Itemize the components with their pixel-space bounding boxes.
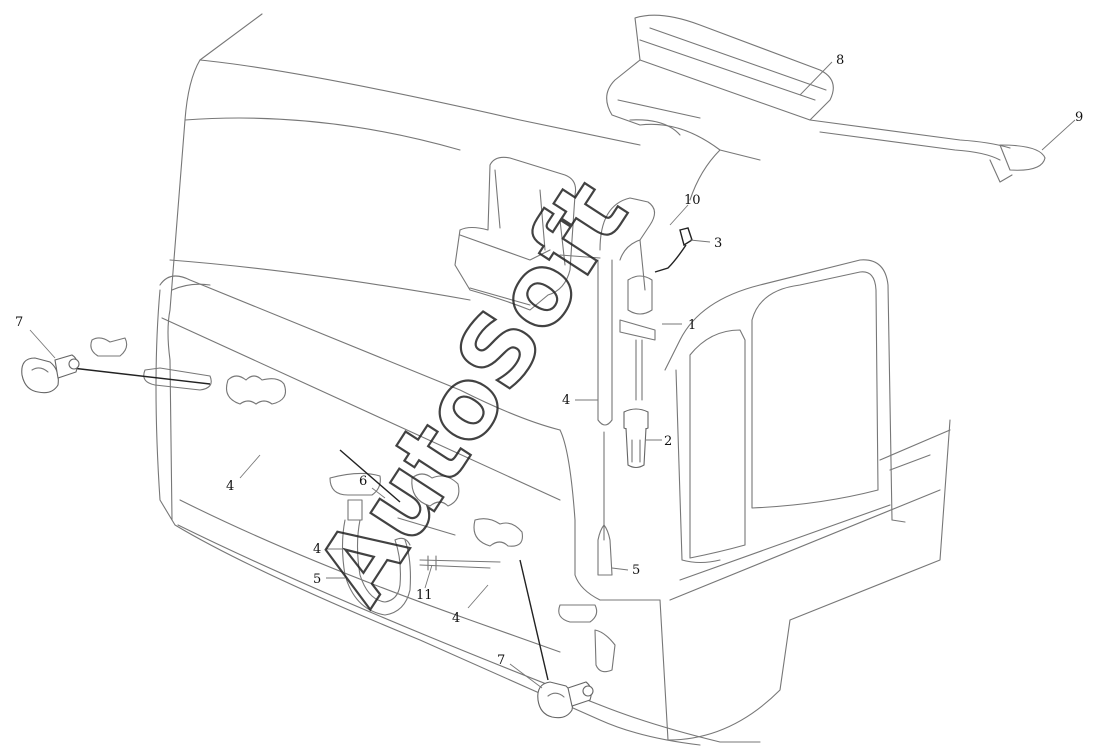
callout-4-loop: 4: [313, 542, 321, 557]
callout-3: 3: [714, 236, 722, 251]
callout-4-lower: 4: [452, 611, 460, 626]
callout-7-right: 7: [497, 653, 505, 668]
callout-labels: 1 2 3 4 4 4 4 5 5 6 7 7 8 9 10 11: [15, 53, 1083, 668]
callout-2: 2: [664, 434, 672, 449]
callout-4-left: 4: [226, 479, 234, 494]
callout-7-left: 7: [15, 315, 23, 330]
callout-5-hose: 5: [632, 563, 640, 578]
callout-9: 9: [1075, 110, 1083, 125]
lower-hose-loop: [341, 499, 411, 616]
callout-10: 10: [684, 193, 701, 208]
cab-outline: [155, 13, 951, 746]
autosoft-watermark: AutoSoft: [295, 161, 649, 622]
callout-8: 8: [836, 53, 844, 68]
callout-6: 6: [359, 474, 367, 489]
washer-nozzle-left: [21, 354, 80, 394]
wiper-assembly: [606, 14, 1046, 201]
callout-4-upper: 4: [562, 393, 570, 408]
hoses: [71, 337, 616, 681]
washer-reservoir: [454, 156, 693, 469]
callout-1: 1: [688, 318, 696, 333]
connector-11: [419, 555, 501, 571]
callout-11: 11: [416, 588, 433, 603]
callout-5-loop: 5: [313, 572, 321, 587]
leader-lines: [29, 61, 1076, 689]
washer-nozzle-right: [537, 681, 594, 719]
grille-slots: [143, 367, 598, 623]
